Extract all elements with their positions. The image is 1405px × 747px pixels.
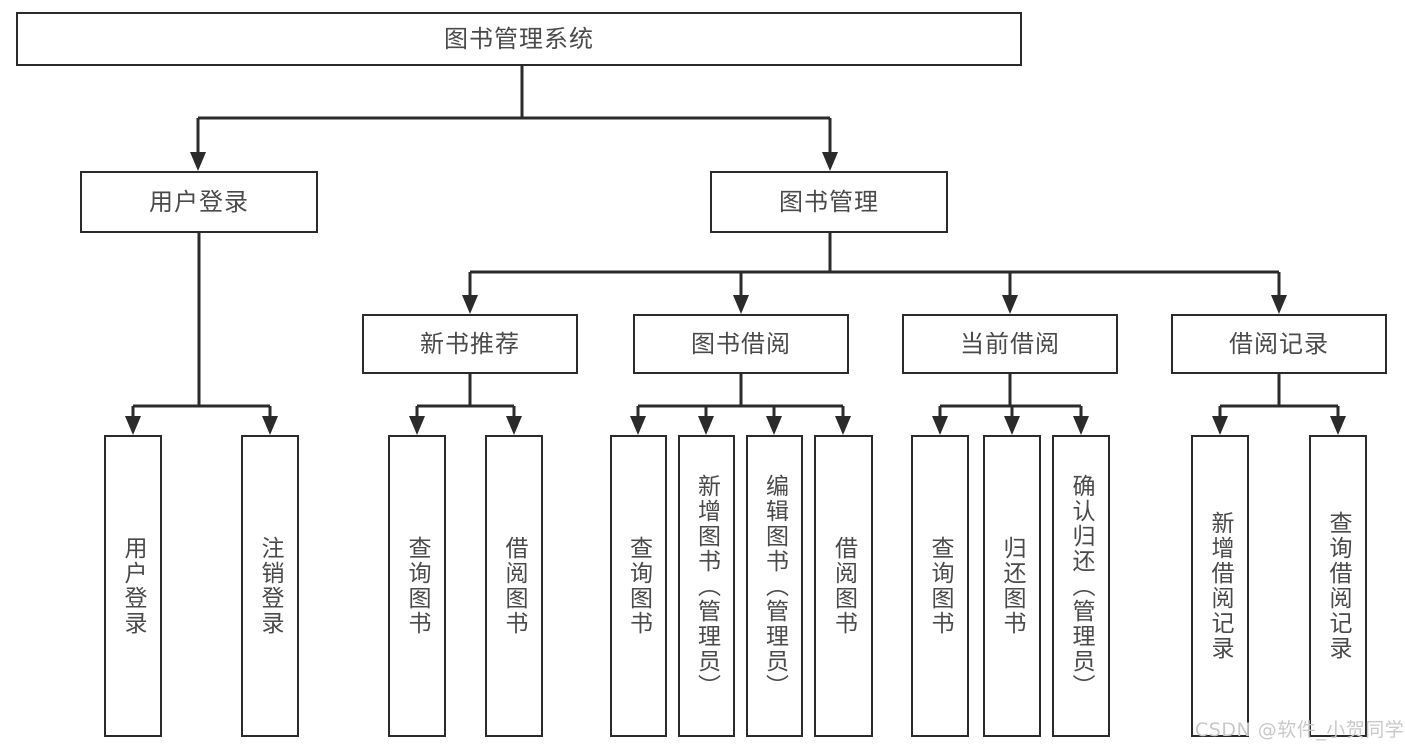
node-leaf-query-book-3[interactable]: 查询图书 [911, 435, 969, 737]
node-label-leaf-query-book-2: 查询图书 [625, 536, 652, 636]
node-label-leaf-borrow-book-1: 借阅图书 [501, 536, 528, 636]
node-leaf-query-record[interactable]: 查询借阅记录 [1309, 435, 1367, 737]
node-current-borrow[interactable]: 当前借阅 [902, 314, 1118, 374]
node-leaf-add-record[interactable]: 新增借阅记录 [1191, 435, 1249, 737]
node-book-management[interactable]: 图书管理 [710, 171, 948, 233]
node-label-leaf-user-logout: 注销登录 [257, 536, 284, 636]
node-leaf-add-book[interactable]: 新增图书（管理员） [678, 435, 735, 737]
node-label-user-login: 用户登录 [149, 187, 249, 216]
node-label-current-borrow: 当前借阅 [960, 329, 1060, 358]
node-leaf-return-book[interactable]: 归还图书 [983, 435, 1041, 737]
node-label-book-management: 图书管理 [779, 187, 879, 216]
node-leaf-borrow-book-1[interactable]: 借阅图书 [485, 435, 543, 737]
node-leaf-confirm-return[interactable]: 确认归还（管理员） [1052, 435, 1110, 737]
node-new-book-recommend[interactable]: 新书推荐 [362, 314, 578, 374]
node-label-leaf-confirm-return: 确认归还（管理员） [1068, 473, 1095, 699]
node-label-root: 图书管理系统 [444, 24, 594, 53]
node-leaf-borrow-book-2[interactable]: 借阅图书 [814, 435, 873, 737]
node-leaf-user-login[interactable]: 用户登录 [104, 435, 162, 737]
node-label-borrow-record: 借阅记录 [1229, 329, 1329, 358]
node-borrow-record[interactable]: 借阅记录 [1171, 314, 1387, 374]
node-leaf-query-book-1[interactable]: 查询图书 [388, 435, 446, 737]
node-label-leaf-add-book: 新增图书（管理员） [693, 473, 720, 699]
node-label-leaf-borrow-book-2: 借阅图书 [830, 536, 857, 636]
node-label-leaf-query-book-3: 查询图书 [927, 536, 954, 636]
node-label-new-book-recommend: 新书推荐 [420, 329, 520, 358]
node-label-leaf-add-record: 新增借阅记录 [1207, 511, 1234, 661]
node-label-book-borrow: 图书借阅 [691, 329, 791, 358]
node-leaf-edit-book[interactable]: 编辑图书（管理员） [746, 435, 803, 737]
node-label-leaf-return-book: 归还图书 [999, 536, 1026, 636]
node-label-leaf-query-book-1: 查询图书 [404, 536, 431, 636]
node-label-leaf-query-record: 查询借阅记录 [1325, 511, 1352, 661]
node-label-leaf-user-login: 用户登录 [120, 536, 147, 636]
node-book-borrow[interactable]: 图书借阅 [633, 314, 849, 374]
node-leaf-user-logout[interactable]: 注销登录 [241, 435, 299, 737]
node-user-login[interactable]: 用户登录 [80, 171, 318, 233]
node-label-leaf-edit-book: 编辑图书（管理员） [761, 473, 788, 699]
node-root[interactable]: 图书管理系统 [16, 12, 1022, 66]
node-leaf-query-book-2[interactable]: 查询图书 [610, 435, 667, 737]
